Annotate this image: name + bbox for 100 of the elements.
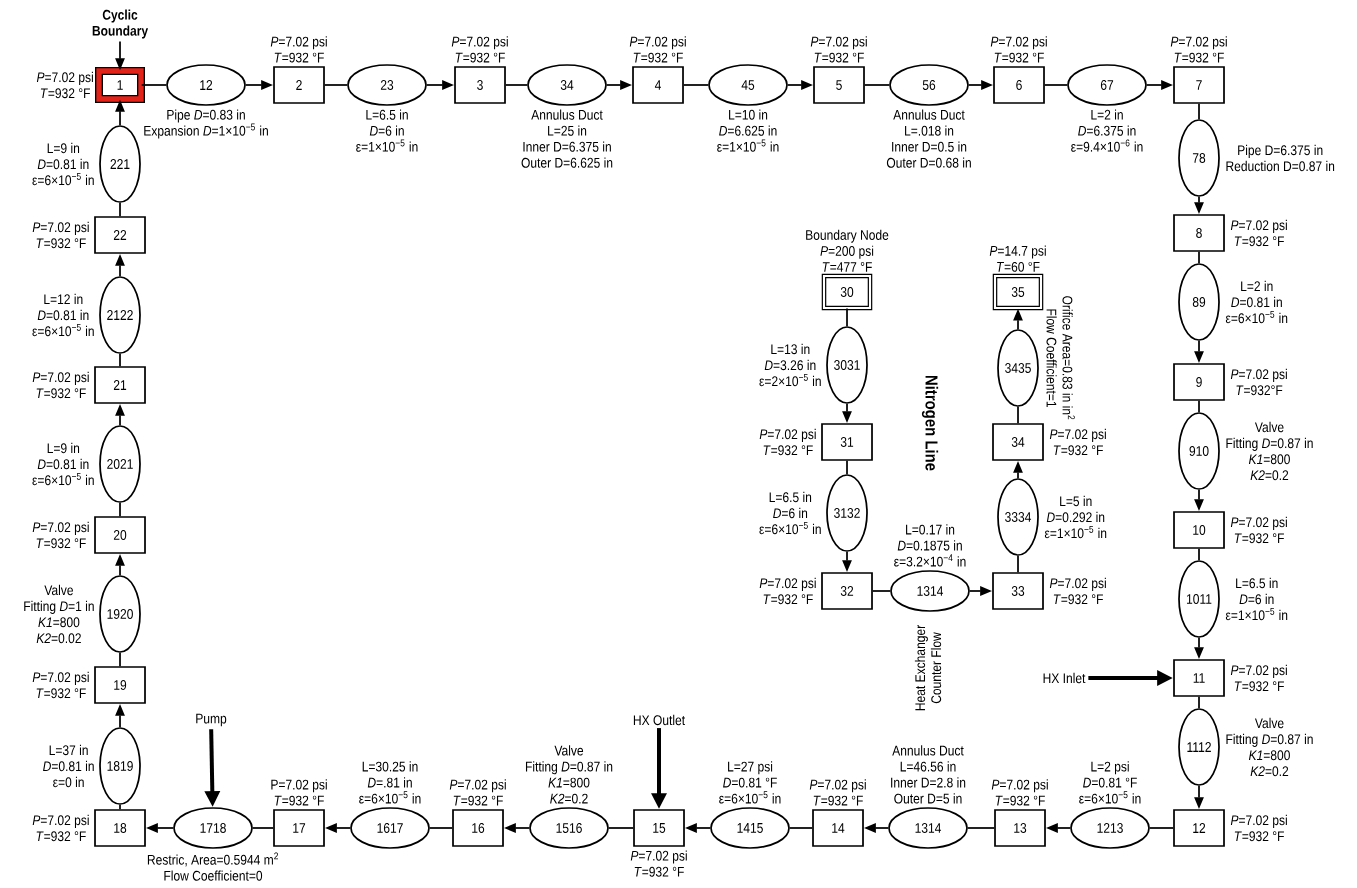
node-annotation: Valve Fitting D=0.87 in K1=800 K2=0.2 <box>1226 717 1313 777</box>
connector-line <box>429 827 453 829</box>
node-annotation: Restric, Area=0.5944 m$^{2}$ Flow Coefficient=0 <box>147 852 278 881</box>
node-annotation: P=7.02 psi T=932 °F <box>991 779 1048 806</box>
node-label: Outer D=0.68 in <box>886 157 971 168</box>
junction-box: 16 <box>452 809 504 847</box>
junction-box: 13 <box>994 809 1046 847</box>
junction-box: 5 <box>813 66 865 104</box>
node-annotation: P=7.02 psi T=932°F <box>1230 368 1287 396</box>
junction-box: 17 <box>273 809 325 847</box>
junction-box: 15 <box>633 809 685 847</box>
connector-line <box>119 353 121 367</box>
junction-box: 34 <box>992 423 1044 461</box>
node-annotation: P=7.02 psi T=932 °F <box>449 779 506 806</box>
node-label: K1=800 <box>1248 454 1290 465</box>
junction-box: 33 <box>992 572 1044 610</box>
junction-box: 12 <box>1173 809 1225 847</box>
boundary-box: 30 <box>821 273 873 311</box>
node-annotation: P=7.02 psi T=932 °F <box>32 671 89 699</box>
node-label: L=.018 in <box>905 125 954 136</box>
node-label: Annulus Duct <box>892 745 964 756</box>
node-annotation: L=37 in D=0.81 in ε=0 in <box>43 744 94 788</box>
junction-box: 14 <box>812 809 864 847</box>
node-annotation: P=7.02 psi T=932 °F <box>32 221 89 249</box>
node-label: Valve <box>1254 421 1284 433</box>
flow-label: HX Outlet <box>633 714 685 726</box>
node-label: K2=0.2 <box>1250 766 1289 777</box>
node-annotation: P=7.02 psi T=932 °F <box>1049 577 1106 605</box>
junction-box: 19 <box>94 666 146 704</box>
node-annotation: L=6.5 in D=6 in ε=6×10$^{−5}$ in <box>759 491 821 535</box>
junction-box: 8 <box>1173 214 1225 252</box>
node-label: K2=0.2 <box>550 793 588 804</box>
node-annotation: P=7.02 psi T=932 °F <box>451 36 508 63</box>
node-annotation: P=7.02 psi T=932 °F <box>1230 219 1287 247</box>
junction-box: 2 <box>273 66 325 104</box>
highlighted-box: 1 <box>95 67 145 103</box>
node-label: Fitting D=0.87 in <box>1226 733 1313 747</box>
junction-box: 18 <box>94 809 146 847</box>
node-annotation: Annulus Duct L=.018 in Inner D=0.5 in Outer D=0.68 in <box>886 109 971 168</box>
node-annotation: L=30.25 in D=.81 in ε=6×10$^{−5}$ in <box>359 761 421 804</box>
node-annotation: Valve Fitting D=1 in K1=800 K2=0.02 <box>24 584 94 644</box>
junction-box: 4 <box>632 66 684 104</box>
connector-line <box>864 84 890 86</box>
node-annotation: P=7.02 psi T=932 °F <box>1170 36 1227 63</box>
node-annotation: L=12 in D=0.81 in ε=6×10$^{−5}$ in <box>32 293 94 337</box>
node-label: Inner D=0.5 in <box>892 141 967 152</box>
node-annotation: P=14.7 psi T=60 °F <box>989 245 1046 272</box>
node-annotation: P=7.02 psi T=932 °F <box>629 36 686 63</box>
node-annotation: L=2 psi D=0.81 °F ε=6×10$^{−5}$ in <box>1079 761 1141 804</box>
junction-box: 22 <box>94 216 146 254</box>
section-note: Heat Exchanger Counter Flow <box>914 625 942 711</box>
connector-line <box>324 84 348 86</box>
node-annotation: P=7.02 psi T=932 °F <box>270 36 327 63</box>
node-annotation: Boundary Node P=200 psi T=477 °F <box>806 229 889 272</box>
node-label: Inner D=2.8 in <box>891 777 966 788</box>
junction-box: 31 <box>821 423 873 461</box>
node-annotation: P=7.02 psi T=932 °F <box>32 814 89 842</box>
node-annotation: L=9 in D=0.81 in ε=6×10$^{−5}$ in <box>32 442 94 486</box>
node-label: Inner D=6.375 in <box>523 141 611 152</box>
node-annotation: P=7.02 psi T=932 °F <box>1049 428 1106 456</box>
node-annotation: P=7.02 psi T=932 °F <box>990 36 1047 63</box>
node-annotation: L=2 in D=0.81 in ε=6×10$^{−5}$ in <box>1225 280 1288 324</box>
node-annotation: L=2 in D=6.375 in ε=9.4×10$^{−6}$ in <box>1071 109 1143 152</box>
connector-line <box>119 804 121 810</box>
node-annotation: L=6.5 in D=6 in ε=1×10$^{−5}$ in <box>356 109 418 152</box>
node-label: Fitting D=0.87 in <box>1226 437 1313 451</box>
node-annotation: Annulus Duct L=46.56 in Inner D=2.8 in Outer D=5 in <box>891 745 966 804</box>
connector-line <box>1044 84 1068 86</box>
node-annotation: P=7.02 psi T=932 °F <box>32 521 89 549</box>
node-annotation: L=6.5 in D=6 in ε=1×10$^{−5}$ in <box>1225 577 1288 621</box>
node-annotation: Valve Fitting D=0.87 in K1=800 K2=0.2 <box>526 745 613 804</box>
node-annotation: P=7.02 psi T=932 °F <box>1230 516 1287 544</box>
node-annotation: L=0.17 in D=0.1875 in ε=3.2×10$^{−4}$ in <box>894 524 966 567</box>
node-annotation: L=13 in D=3.26 in ε=2×10$^{−5}$ in <box>759 343 821 387</box>
connector-line <box>872 590 891 592</box>
node-label: Outer D=5 in <box>894 793 962 804</box>
section-title: Nitrogen Line <box>921 375 939 471</box>
node-annotation: P=7.02 psi T=932 °F <box>1230 664 1287 692</box>
node-label: Valve <box>44 584 73 596</box>
node-annotation: P=7.02 psi T=932 °F <box>1230 814 1287 842</box>
node-label: Fitting D=1 in <box>24 600 94 614</box>
node-label: K2=0.2 <box>1250 470 1289 481</box>
node-annotation: L=10 in D=6.625 in ε=1×10$^{−5}$ in <box>717 109 779 152</box>
connector-line <box>505 84 528 86</box>
node-annotation: P=7.02 psi T=932 °F <box>271 779 327 806</box>
node-annotation: P=7.02 psi T=932 °F <box>810 36 867 63</box>
node-annotation: L=9 in D=0.81 in ε=6×10$^{−5}$ in <box>32 142 94 186</box>
boundary-label: Cyclic Boundary <box>92 9 149 39</box>
junction-box: 3 <box>454 66 506 104</box>
node-label: L=46.56 in <box>900 761 956 772</box>
node-annotation: P=7.02 psi T=932 °F <box>630 850 687 877</box>
boundary-box: 35 <box>992 273 1044 311</box>
junction-box: 21 <box>94 366 146 404</box>
node-label: Valve <box>1254 717 1284 729</box>
node-annotation: L=5 in D=0.292 in ε=1×10$^{−5}$ in <box>1044 495 1107 539</box>
connector-line <box>1017 406 1019 424</box>
connector-line <box>1198 548 1200 561</box>
connector-line <box>119 502 121 517</box>
node-label: K2=0.02 <box>36 633 81 644</box>
node-label: Annulus Duct <box>531 109 603 120</box>
